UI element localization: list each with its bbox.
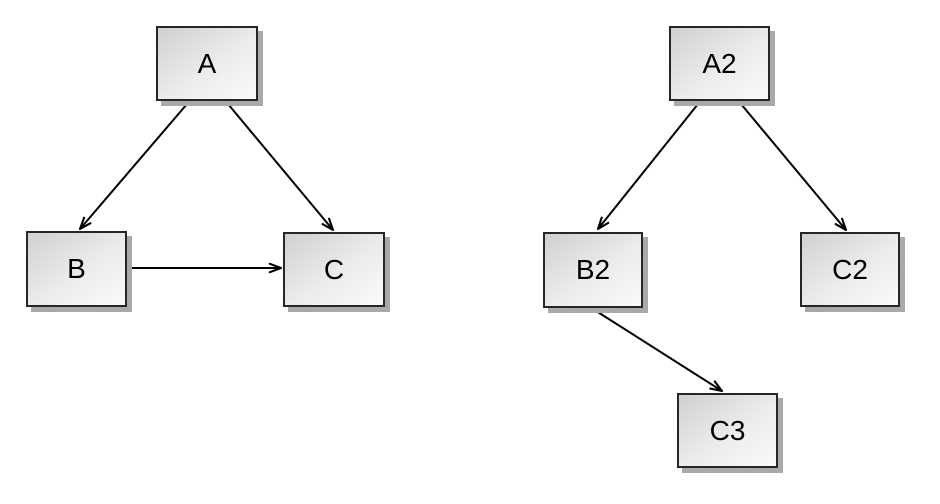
- edge-A-to-B: [78, 103, 188, 231]
- node-label-C: C: [323, 253, 345, 285]
- edge-B2-to-C3: [592, 308, 724, 393]
- node-B2[interactable]: B2: [543, 232, 643, 308]
- node-label-A2: A2: [702, 47, 737, 79]
- node-label-B2: B2: [575, 254, 611, 285]
- node-A[interactable]: A: [156, 26, 258, 101]
- node-C2[interactable]: C2: [800, 232, 900, 307]
- node-label-A: A: [197, 47, 217, 79]
- node-B[interactable]: B: [26, 231, 127, 307]
- edge-group: [78, 103, 848, 393]
- node-C3[interactable]: C3: [677, 393, 778, 468]
- node-label-C2: C2: [832, 253, 868, 285]
- edge-A2-to-B2: [596, 103, 699, 231]
- node-A2[interactable]: A2: [669, 26, 770, 101]
- node-label-B: B: [67, 253, 86, 284]
- node-C[interactable]: C: [283, 232, 385, 307]
- node-label-C3: C3: [709, 414, 746, 446]
- edge-A-to-C: [227, 103, 335, 232]
- edge-A2-to-C2: [740, 103, 848, 232]
